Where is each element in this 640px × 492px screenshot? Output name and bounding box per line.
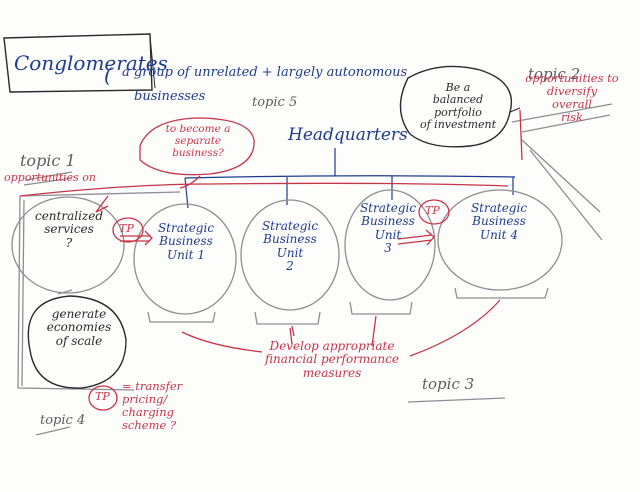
- note-centralized-services: centralized services ?: [34, 209, 104, 250]
- topic-4-label: topic 4: [40, 413, 86, 428]
- note-separate-business: to become a separate business?: [165, 123, 231, 159]
- definition-line-1: a group of unrelated + largely autonomou…: [122, 65, 408, 80]
- tp-badge-left: TP: [119, 222, 134, 235]
- note-balanced-portfolio: Be a balanced portfolio of investment: [419, 81, 497, 131]
- sbu-1-circle: [133, 203, 237, 315]
- separate-business-bubble: [139, 117, 255, 176]
- note-diversify-risk: opportunities to diversify overall risk: [525, 71, 619, 124]
- topic-1-label: topic 1: [20, 151, 76, 170]
- note-opportunities-on: opportunities on: [4, 171, 96, 184]
- definition-paren: (: [104, 63, 112, 87]
- note-performance-measures: Develop appropriate financial performanc…: [265, 339, 399, 380]
- title-box: [3, 33, 153, 93]
- page-title: Conglomerates: [14, 51, 168, 75]
- topic-3-label: topic 3: [422, 375, 475, 393]
- portfolio-blob: [399, 65, 512, 148]
- definition-line-2: businesses: [134, 89, 206, 104]
- sbu-4-circle: [437, 189, 563, 291]
- sbu-2-circle: [240, 199, 340, 311]
- topic-2-label: topic 2: [528, 65, 581, 83]
- note-transfer-pricing: = transfer pricing/ charging scheme ?: [122, 379, 183, 432]
- headquarters-label: Headquarters: [288, 125, 408, 145]
- sbu-3-circle: [344, 189, 436, 301]
- economies-circle: [27, 295, 127, 389]
- tp-badge-right: TP: [425, 204, 440, 217]
- left-frame: [17, 195, 135, 391]
- centralized-services-circle: [11, 196, 125, 294]
- note-economies-of-scale: generate economies of scale: [46, 307, 112, 348]
- tp-badge-legend: TP: [95, 390, 110, 403]
- topic-5-label: topic 5: [252, 95, 298, 110]
